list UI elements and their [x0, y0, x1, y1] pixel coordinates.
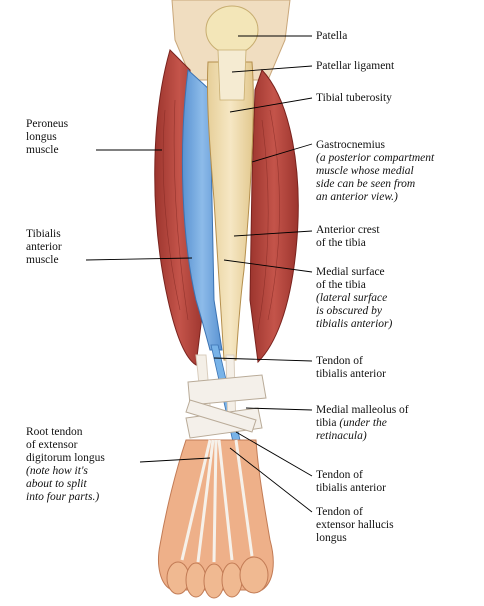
label-tendon-tibialis-anterior-upper: Tendon of tibialis anterior	[316, 355, 386, 380]
foot-tendons	[180, 439, 254, 563]
label-peroneus-longus: Peroneus longus muscle	[26, 118, 69, 156]
label-patellar-ligament: Patellar ligament	[316, 60, 395, 72]
tibialis-anterior-shape	[181, 68, 223, 351]
label-medial-malleolus: Medial malleolus of tibia (under the ret…	[316, 404, 409, 442]
patellar-ligament-shape	[217, 49, 247, 101]
label-gastrocnemius: Gastrocnemius (a posterior compartment m…	[316, 139, 435, 203]
label-root-tendon: Root tendon of extensor digitorum longus…	[26, 426, 105, 503]
label-patella: Patella	[316, 30, 348, 42]
label-tendon-extensor-hallucis: Tendon of extensor hallucis longus	[316, 506, 394, 544]
label-medial-surface: Medial surface of the tibia (lateral sur…	[316, 266, 393, 330]
retinacula	[185, 374, 267, 439]
gastrocnemius-shape	[249, 69, 299, 364]
label-tibialis-anterior-muscle: Tibialis anterior muscle	[26, 228, 62, 266]
muscle-striations	[162, 99, 280, 331]
label-tibial-tuberosity: Tibial tuberosity	[316, 92, 392, 104]
toes	[166, 556, 269, 599]
label-anterior-crest: Anterior crest of the tibia	[316, 224, 380, 249]
tibia-shape	[206, 61, 254, 361]
patella-shape	[205, 5, 259, 55]
leader-lines	[85, 35, 313, 513]
label-tendon-tibialis-anterior-lower: Tendon of tibialis anterior	[316, 469, 386, 494]
